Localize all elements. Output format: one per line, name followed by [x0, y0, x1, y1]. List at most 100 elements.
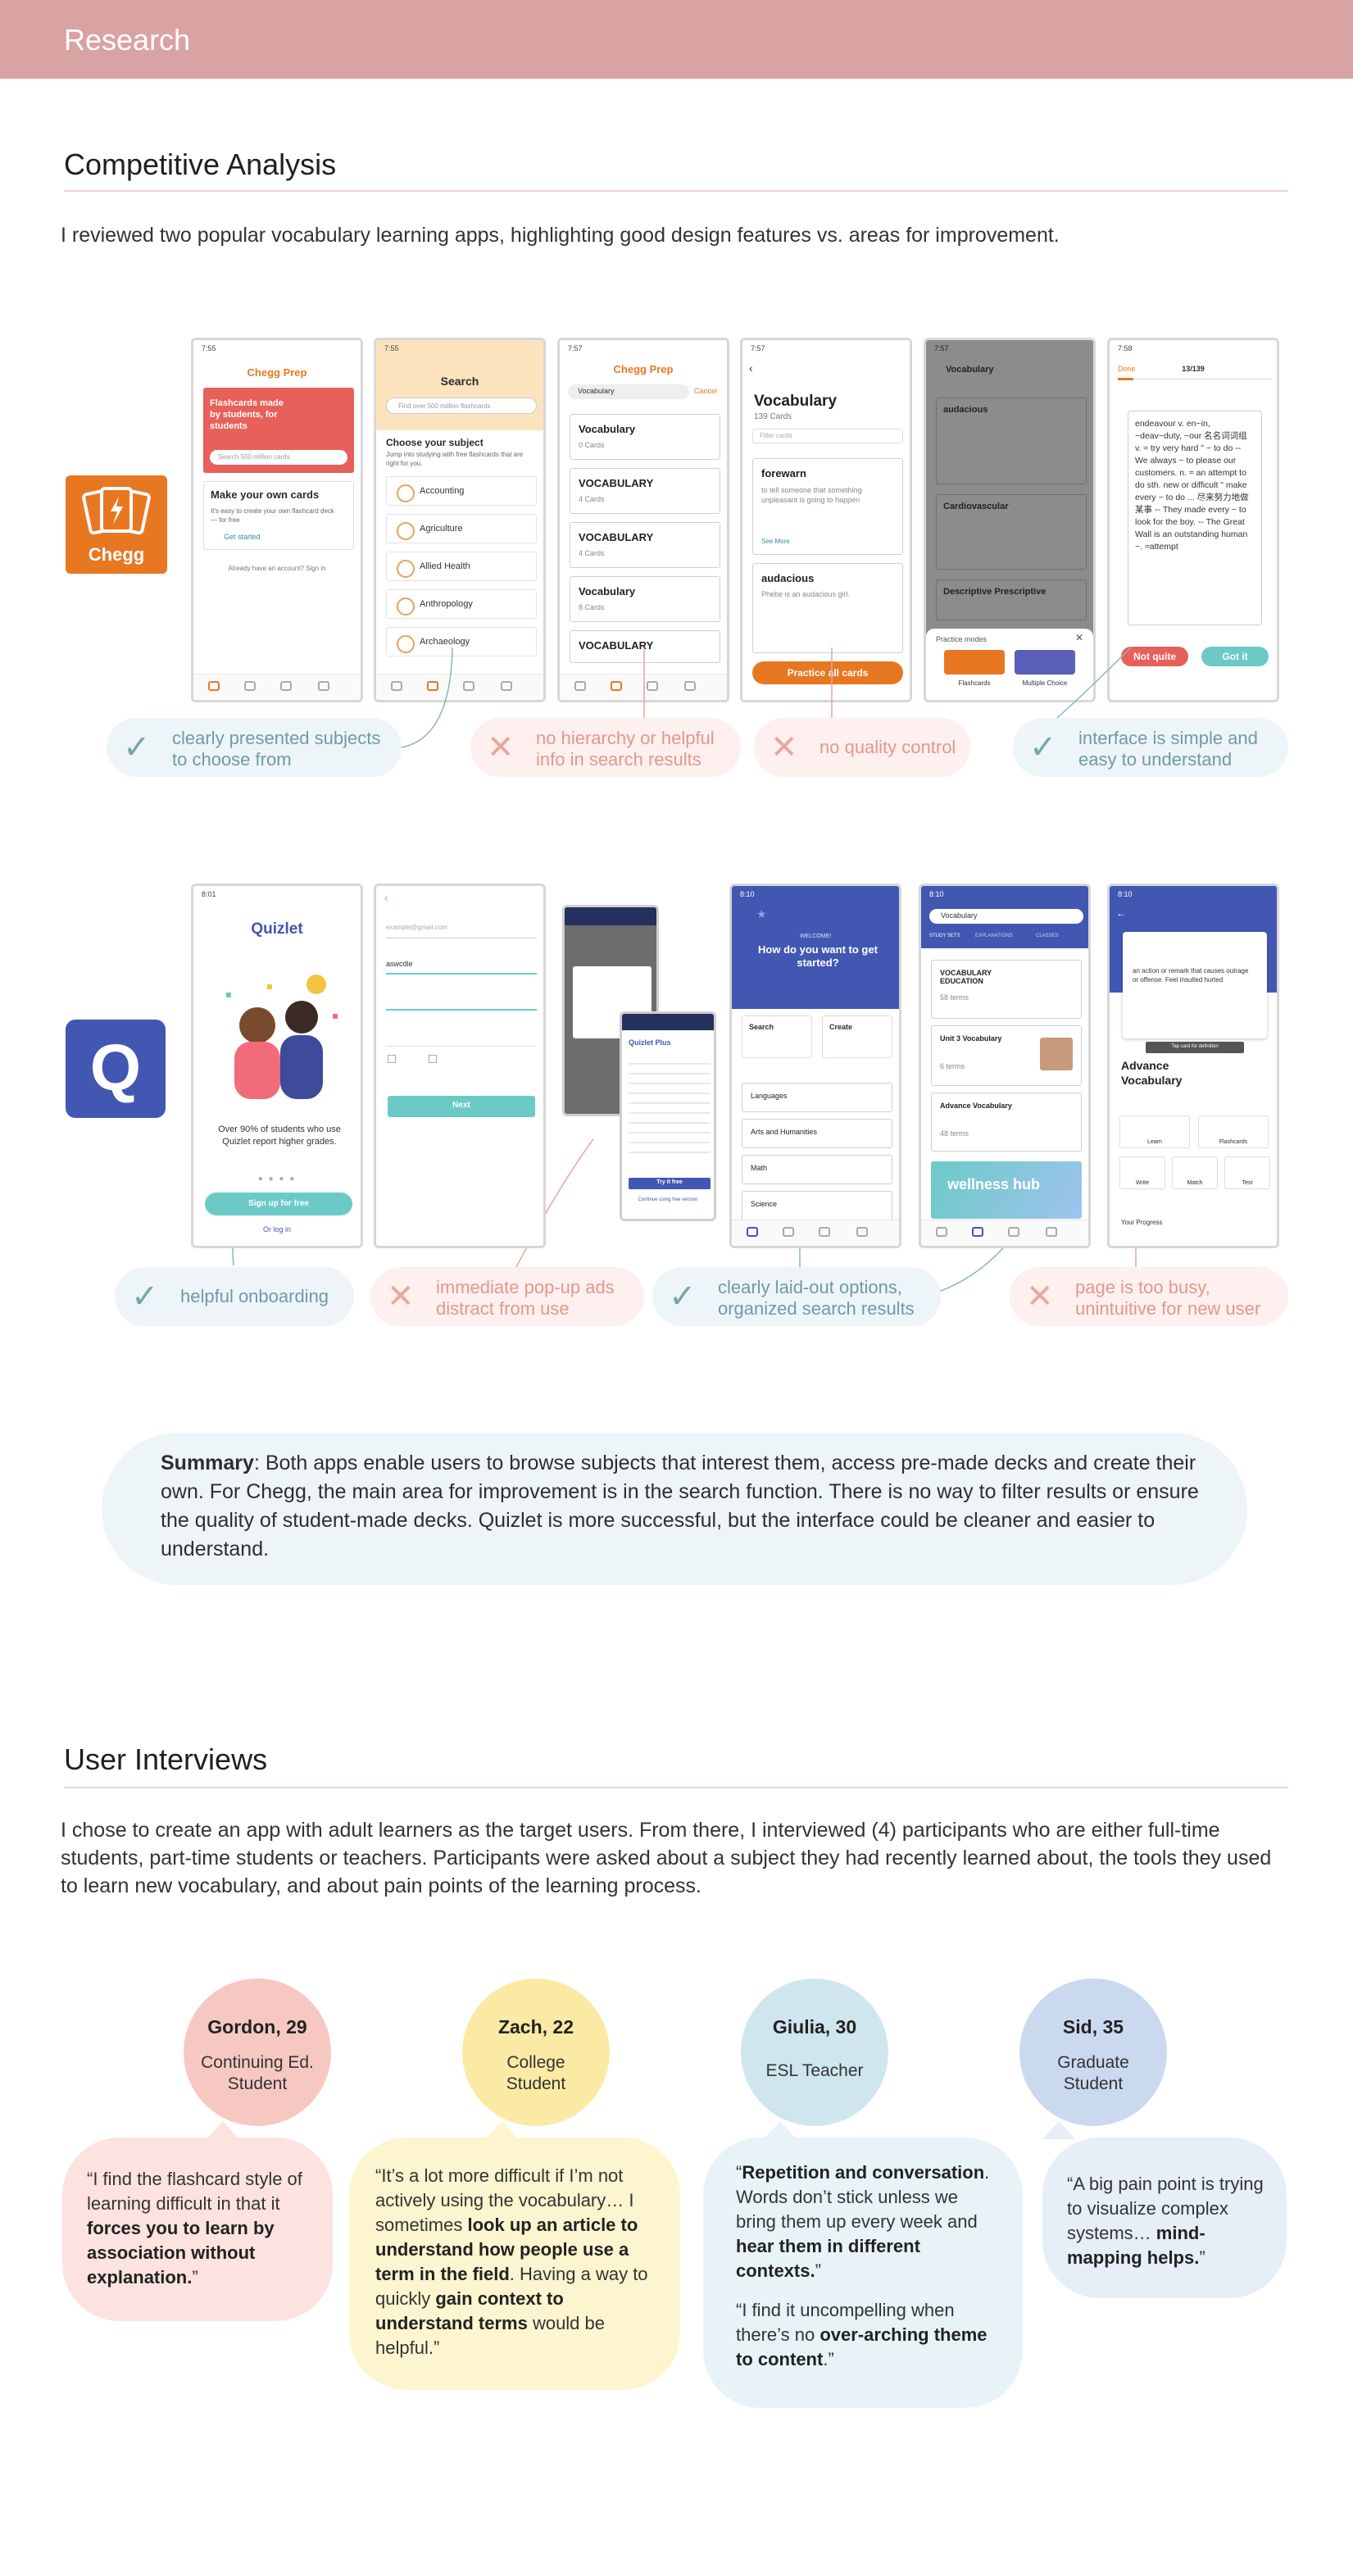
- get-started-link[interactable]: Get started: [224, 533, 261, 541]
- sign-in-text[interactable]: Already have an account? Sign in: [228, 565, 326, 572]
- flashcards-mode-button[interactable]: Flashcards: [1198, 1115, 1269, 1148]
- create-option-label: Create: [829, 1023, 853, 1031]
- flashcard[interactable]: endeavour v. en~in, ~deav~duty, ~our 名名词…: [1128, 411, 1262, 625]
- flashcards-mode-button[interactable]: [944, 650, 1005, 675]
- get-started-header-bg: [732, 886, 899, 1009]
- password-field[interactable]: [386, 996, 537, 1011]
- subject-item[interactable]: Allied Health: [386, 552, 537, 581]
- back-icon[interactable]: ‹: [384, 891, 388, 904]
- username-field[interactable]: aswcdle: [386, 960, 537, 975]
- hero-text: Flashcards made by students, for student…: [210, 398, 284, 431]
- close-icon[interactable]: ✕: [1074, 632, 1083, 643]
- subject-item[interactable]: Languages: [742, 1083, 892, 1112]
- card-progress: 13/139: [1182, 365, 1205, 373]
- flashcards-label: Flashcards: [958, 679, 991, 687]
- summary-label: Summary: [161, 1452, 254, 1474]
- create-option-card[interactable]: Create: [822, 1015, 892, 1058]
- see-more-link[interactable]: See More: [761, 538, 790, 545]
- continue-free-link[interactable]: Continue using free version: [638, 1197, 698, 1202]
- back-icon[interactable]: ‹: [749, 361, 753, 375]
- search-placeholder: Search 500 million cards: [218, 453, 290, 461]
- search-input[interactable]: Vocabulary: [929, 909, 1083, 924]
- tab-explanations[interactable]: EXPLANATIONS: [975, 934, 1013, 938]
- chegg-screen-deck: 7:57 ‹ Vocabulary 139 Cards Filter cards…: [740, 338, 912, 702]
- subject-item[interactable]: Archaeology: [386, 627, 537, 656]
- quote-bubble-zach: “It’s a lot more difficult if I’m not ac…: [349, 2138, 680, 2390]
- check-icon: ✓: [123, 729, 151, 766]
- chegg-screen-search: 7:55 Search Find over 500 million flashc…: [374, 338, 546, 702]
- persona-name: Zach, 22: [497, 2016, 574, 2038]
- check-icon: ✓: [1029, 729, 1057, 766]
- persona-role: Graduate Student: [1057, 2053, 1129, 2093]
- callout-text: interface is simple and easy to understa…: [1078, 728, 1258, 770]
- tab-bar[interactable]: [732, 1220, 899, 1246]
- teacher-toggle[interactable]: [386, 1032, 537, 1047]
- email-field[interactable]: example@gmail.com: [386, 924, 537, 938]
- learn-mode-button[interactable]: Learn: [1119, 1115, 1190, 1148]
- practice-modes-title: Practice modes: [936, 635, 988, 643]
- tab-classes[interactable]: CLASSES: [1036, 934, 1059, 938]
- search-input[interactable]: Search 500 million cards: [210, 450, 347, 465]
- next-button[interactable]: Next: [388, 1096, 535, 1117]
- callout-good: ✓ clearly laid-out options, organized se…: [652, 1267, 941, 1326]
- checkbox[interactable]: [388, 1055, 396, 1063]
- choose-subject-sub: Jump into studying with free flashcards …: [386, 451, 524, 467]
- quizlet-screen-search-results: 8:10 Vocabulary STUDY SETS EXPLANATIONS …: [919, 884, 1091, 1248]
- got-it-button[interactable]: Got it: [1201, 647, 1269, 666]
- deck-card[interactable]: forewarn to tell someone that something …: [752, 458, 903, 555]
- match-mode-button[interactable]: Match: [1172, 1156, 1218, 1189]
- tab-bar[interactable]: [921, 1220, 1088, 1246]
- callout-text: no hierarchy or helpful info in search r…: [536, 728, 715, 770]
- search-input[interactable]: Find over 500 million flashcards: [386, 398, 537, 414]
- subject-item[interactable]: Agriculture: [386, 514, 537, 543]
- status-time: 7:57: [751, 344, 765, 352]
- subject-item[interactable]: Math: [742, 1155, 892, 1184]
- log-in-link[interactable]: Or log in: [262, 1225, 291, 1233]
- tab-bar[interactable]: [560, 674, 727, 700]
- subject-item[interactable]: Anthropology: [386, 589, 537, 619]
- quote-bubble-giulia: “Repetition and conversation. Words don’…: [703, 2138, 1023, 2408]
- try-plus-button[interactable]: Try it free: [629, 1178, 711, 1189]
- not-quite-button[interactable]: Not quite: [1121, 647, 1188, 666]
- subject-item[interactable]: Accounting: [386, 476, 537, 506]
- chegg-logo: Chegg: [66, 475, 167, 574]
- result-card[interactable]: VOCABULARY: [570, 630, 720, 663]
- definition-card[interactable]: an action or remark that causes outrage …: [1123, 932, 1267, 1038]
- tab-bar[interactable]: [193, 674, 361, 700]
- banner-title: Research: [64, 23, 191, 57]
- callout-bad: ✕ immediate pop-up ads distract from use: [370, 1267, 644, 1326]
- chegg-flashcard-icon: [82, 487, 151, 535]
- search-option-card[interactable]: Search: [742, 1015, 812, 1058]
- filter-input[interactable]: Filter cards: [752, 429, 903, 443]
- test-mode-button[interactable]: Test: [1224, 1156, 1270, 1189]
- section-divider: [64, 1787, 1288, 1788]
- section-divider: [64, 190, 1288, 192]
- deck-card[interactable]: audacious Phebe is an audacious girl.: [752, 563, 903, 653]
- practice-modes-sheet: Practice modes ✕ Flashcards Multiple Cho…: [926, 629, 1093, 700]
- write-mode-button[interactable]: Write: [1119, 1156, 1165, 1189]
- cancel-button[interactable]: Cancel: [694, 387, 718, 395]
- checkbox[interactable]: [429, 1055, 437, 1063]
- callout-text: immediate pop-up ads distract from use: [436, 1277, 615, 1319]
- deck-count: 139 Cards: [754, 412, 792, 421]
- tab-study-sets[interactable]: STUDY SETS: [929, 934, 960, 938]
- subject-item[interactable]: Arts and Humanities: [742, 1119, 892, 1148]
- tab-bar[interactable]: [376, 674, 543, 700]
- back-icon[interactable]: ←: [1116, 907, 1126, 919]
- summary-body: : Both apps enable users to browse subje…: [161, 1452, 1199, 1561]
- chegg-screen-practice-modes: 7:57 Vocabulary audacious Cardiovascular…: [924, 338, 1096, 702]
- subject-item[interactable]: Science: [742, 1191, 892, 1220]
- sign-up-button[interactable]: Sign up for free: [205, 1193, 352, 1215]
- practice-all-button[interactable]: Practice all cards: [752, 661, 903, 684]
- multiple-choice-mode-button[interactable]: [1015, 650, 1075, 675]
- done-button[interactable]: Done: [1118, 365, 1136, 373]
- persona-giulia: Giulia, 30 ESL Teacher: [741, 1979, 888, 2126]
- search-input[interactable]: Vocabulary: [568, 384, 689, 399]
